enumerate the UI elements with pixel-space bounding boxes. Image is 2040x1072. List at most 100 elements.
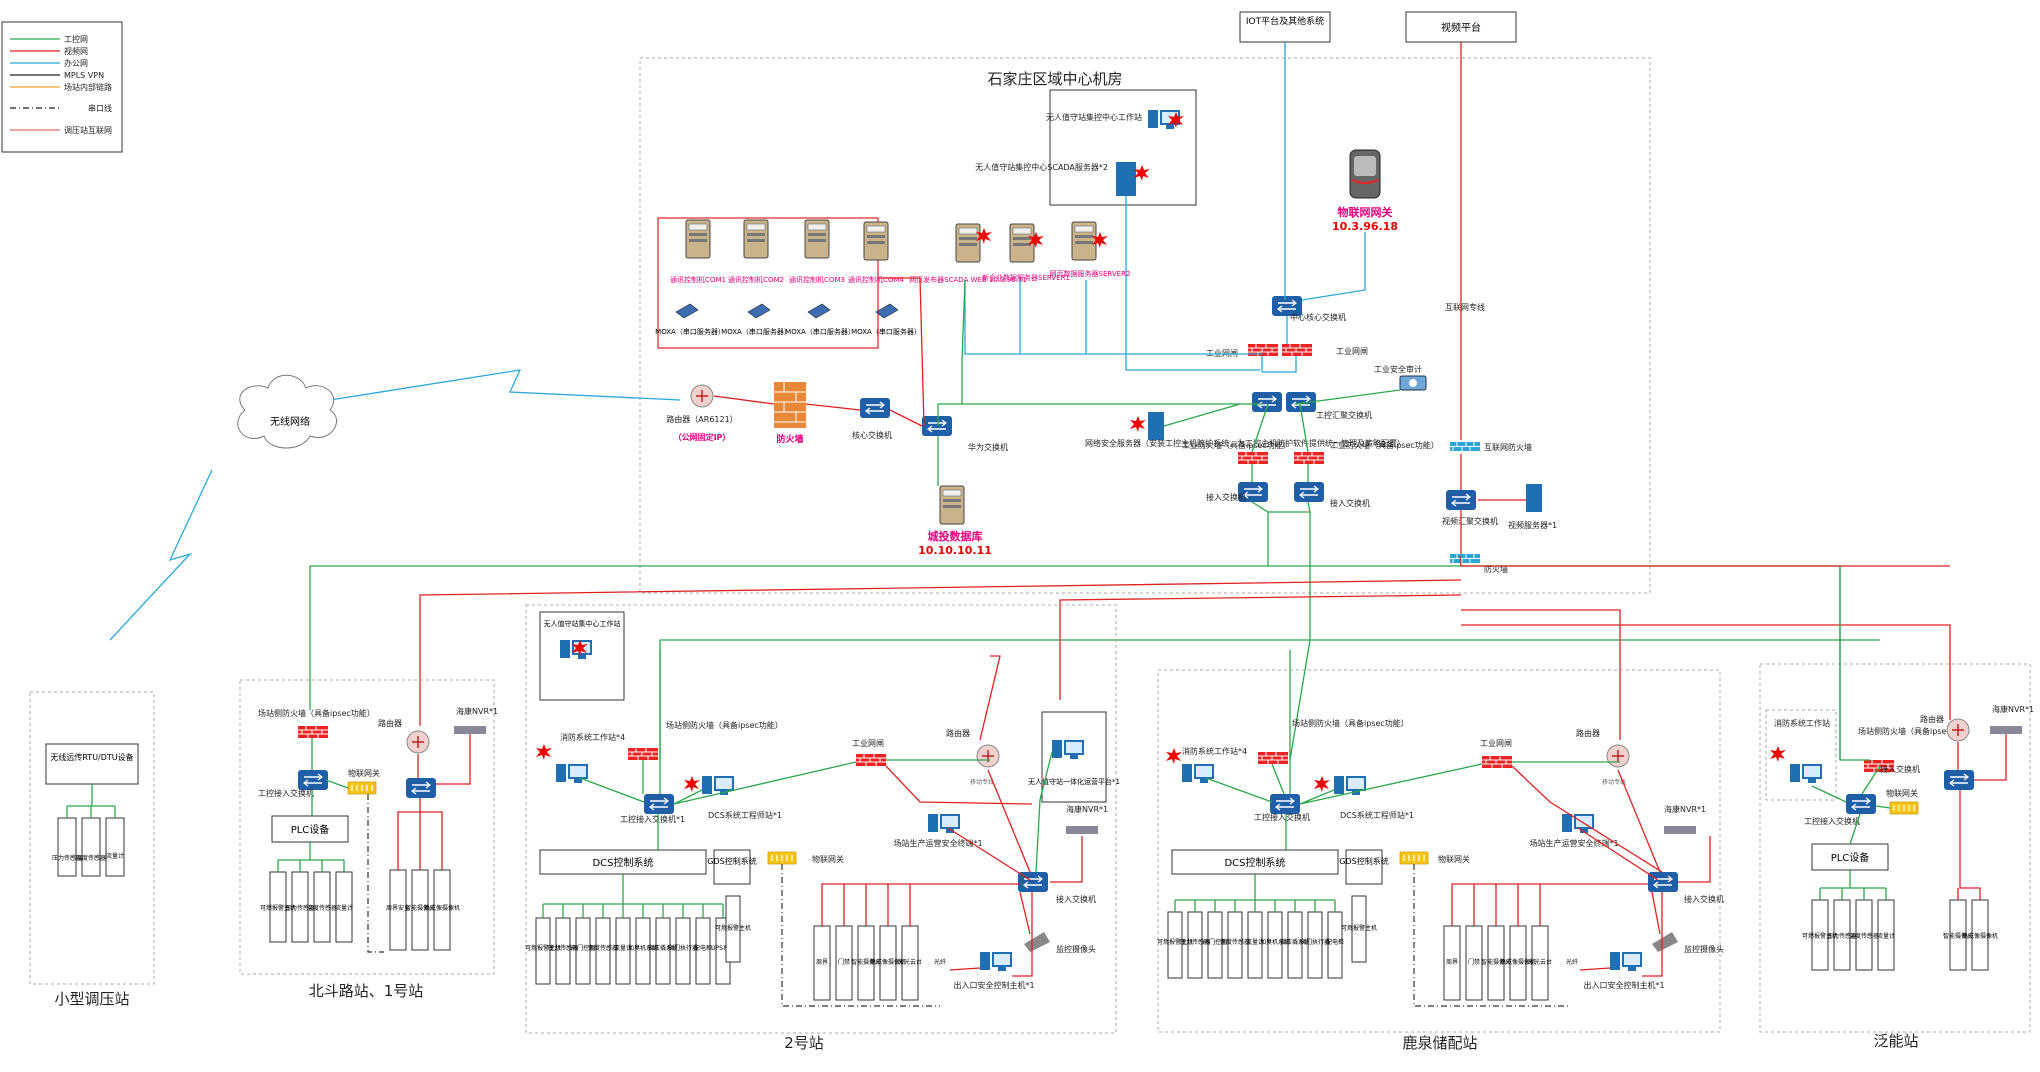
- fanneng-sensor-label-2: 温度传感器: [1849, 932, 1879, 940]
- luquan-switch-label: 工控接入交换机: [1254, 812, 1310, 822]
- station2-door-icon: [980, 952, 1012, 971]
- beidou-video-label-2: 热成像摄像机: [424, 904, 460, 912]
- station2-frame: [525, 604, 1117, 1034]
- wireless-label: 无线网络: [270, 415, 310, 428]
- web-server-icon: [955, 223, 981, 263]
- station2-video-device-label-4: 激光云台: [898, 958, 922, 966]
- alert-star-icon: [1770, 746, 1786, 762]
- luquan-router-label: 路由器: [1576, 728, 1600, 738]
- center-scada-label: 无人值守站集控中心SCADA服务器*2: [975, 162, 1108, 172]
- access-switch-left-label: 接入交换机: [1206, 492, 1246, 502]
- station2-gds-box: [713, 849, 751, 885]
- luquan-dcs-device-label-3: 温度传感器: [1220, 938, 1250, 946]
- luquan-dcs-device-label-8: 配电柜: [1326, 938, 1344, 946]
- luquan-dcs-box: [1171, 849, 1339, 875]
- small-sensor-1: [81, 817, 101, 877]
- small-station-name: 小型调压站: [54, 990, 129, 1008]
- station2-dcs-device-label-0: 可燃报警主机: [525, 944, 561, 952]
- station2-switch-label: 工控接入交换机*1: [620, 814, 685, 824]
- small-station-frame: [29, 691, 155, 985]
- fanneng-frame: [1759, 663, 2031, 1033]
- fanneng-video-label-0: 智能摄像头: [1943, 932, 1973, 940]
- station2-video-device-label-0: 周界: [816, 959, 828, 966]
- station2-dcs-device-label-2: 阀门控制: [571, 944, 595, 952]
- core-switch2-icon: [859, 397, 891, 419]
- beidou-sensor-label-3: 流量计: [335, 904, 353, 912]
- station2-workstation-label: 无人值守站集中心工作站: [544, 619, 621, 628]
- station2-isp-label: 移动专线: [970, 778, 994, 786]
- luquan-eng-icon: [1334, 776, 1366, 795]
- access-switch-right-label: 接入交换机: [1330, 498, 1370, 508]
- station2-gds-device-label-0: 可燃报警主机: [715, 924, 751, 932]
- iot-platform-box: [1239, 11, 1331, 43]
- luquan-dcs-label: DCS控制系统: [1224, 856, 1285, 869]
- comm-server-icon: [863, 221, 889, 261]
- fanneng-firewall-label: 场站侧防火墙（具备ipsec功能）: [1858, 726, 1975, 736]
- center-scada-icon: [1116, 162, 1136, 196]
- station2-platform-label: 无人值守站一体化运营平台*1: [1028, 777, 1120, 786]
- luquan-video-switch-label: 接入交换机: [1684, 894, 1724, 904]
- station2-dcs-device-label-4: 流量计: [614, 944, 632, 952]
- luquan-isp-label: 移动专线: [1602, 778, 1626, 786]
- luquan-dcs-device-label-7: 阀门执行器: [1300, 938, 1330, 946]
- luquan-net-label: 工业网闸: [1480, 738, 1512, 748]
- moxa-icon: [807, 303, 831, 319]
- comm-server-icon: [743, 219, 769, 259]
- alert-star-icon: [1130, 416, 1146, 432]
- station2-firewall-label: 场站侧防火墙（具备ipsec功能）: [666, 720, 783, 730]
- luquan-camera-icon: [1652, 932, 1678, 952]
- station2-video-device-label-1: 门禁: [838, 958, 850, 966]
- video-firewall-top-icon: [1449, 441, 1481, 452]
- router-label: 路由器（AR6121）: [666, 414, 737, 424]
- video-platform-box: [1405, 11, 1517, 43]
- core-switch-label: 中心核心交换机: [1290, 312, 1346, 322]
- station2-fire-icon: [556, 764, 588, 783]
- station2-dcs-label: DCS控制系统: [592, 856, 653, 869]
- station2-nvr-icon: [1066, 826, 1098, 834]
- station2-name: 2号站: [784, 1034, 824, 1052]
- beidou-sensor-label-0: 可燃报警主机: [260, 904, 296, 912]
- net-security-server-icon: [1148, 412, 1164, 440]
- legend-label-6: 调压站互联网: [64, 125, 112, 135]
- alert-star-icon: [684, 776, 700, 792]
- comm-server-label-1: 通讯控制机COM2: [728, 275, 784, 284]
- station2-gateway-icon: [767, 851, 797, 865]
- luquan-fire-label: 消防系统工作站*4: [1182, 746, 1247, 756]
- station2-camera-icon: [1024, 932, 1050, 952]
- legend-label-5: 串口线: [88, 103, 112, 113]
- luquan-router-icon: [1606, 744, 1630, 768]
- station2-dcs-device-label-1: 压力传感器: [548, 944, 578, 952]
- legend-label-0: 工控网: [64, 34, 88, 44]
- station2-safety-label: 场站生产运营安全终端*1: [893, 838, 982, 848]
- firewall-label: 防火墙: [776, 433, 803, 445]
- luquan-gds-box: [1345, 849, 1383, 885]
- luquan-switch-icon: [1269, 793, 1301, 815]
- station2-eng-label: DCS系统工程师站*1: [708, 810, 782, 820]
- iot-platform-label: IOT平台及其他系统: [1246, 15, 1324, 27]
- luquan-firewall-label: 场站侧防火墙（具备ipsec功能）: [1292, 718, 1409, 728]
- router-icon: [690, 384, 714, 408]
- industrial-net-right-icon: [1281, 343, 1313, 357]
- beidou-gateway-label: 物联网关: [348, 768, 380, 778]
- luquan-name: 鹿泉储配站: [1402, 1034, 1477, 1052]
- beidou-video-switch-icon: [405, 777, 437, 799]
- beidou-video-label-0: 周界安全: [386, 904, 410, 912]
- iot-gateway-ip: 10.3.96.18: [1332, 220, 1398, 233]
- beidou-firewall-icon: [297, 725, 329, 739]
- luquan-video-device-label-1: 门禁: [1468, 958, 1480, 966]
- station2-camera-label: 监控摄像头: [1056, 944, 1096, 954]
- beidou-router-label: 路由器: [378, 718, 402, 728]
- beidou-name: 北斗路站、1号站: [309, 982, 424, 1000]
- fanneng-plc-label: PLC设备: [1831, 851, 1870, 864]
- luquan-dcs-device-label-5: 加臭机系统: [1260, 938, 1290, 946]
- fanneng-video-switch-icon: [1943, 769, 1975, 791]
- station2-door-label: 出入口安全控制主机*1: [953, 980, 1034, 990]
- core-switch2-label: 核心交换机: [852, 430, 892, 440]
- fanneng-switch-icon: [1845, 793, 1877, 815]
- fanneng-switch-label: 工控接入交换机: [1804, 816, 1860, 826]
- fanneng-sensor-label-1: 压力传感器: [1827, 932, 1857, 940]
- station2-video-switch-label: 接入交换机: [1056, 894, 1096, 904]
- station2-firewall-icon: [627, 747, 659, 761]
- security-audit-icon: [1399, 375, 1427, 391]
- station2-gds-label: GDS控制系统: [707, 856, 756, 866]
